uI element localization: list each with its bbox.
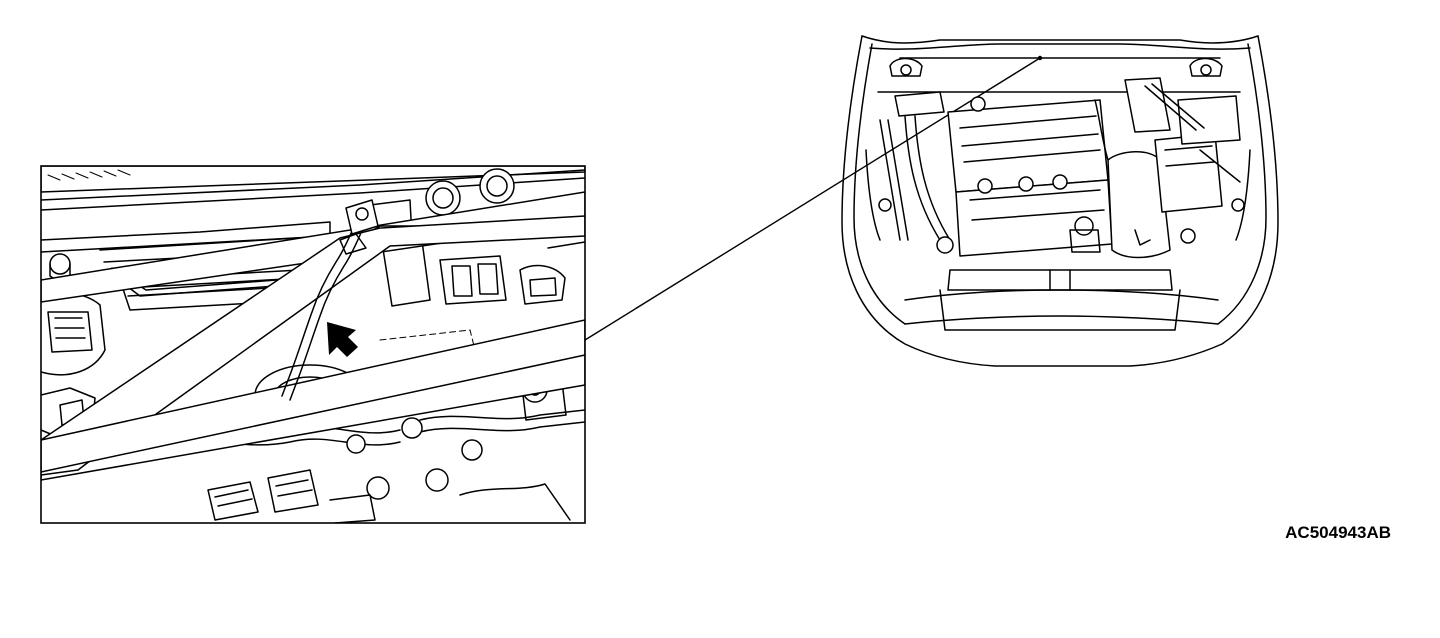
arrow-icon [327, 322, 358, 357]
inset-upper-frame [41, 166, 585, 297]
vehicle-overview [841, 35, 1279, 367]
illustration-code: AC504943AB [1285, 523, 1391, 542]
inset-detail-view [41, 166, 585, 523]
inset-frame [40, 165, 586, 524]
inset-strut-brace [41, 191, 585, 481]
inset-ground-cable [281, 199, 379, 401]
leader-line [584, 57, 1041, 341]
